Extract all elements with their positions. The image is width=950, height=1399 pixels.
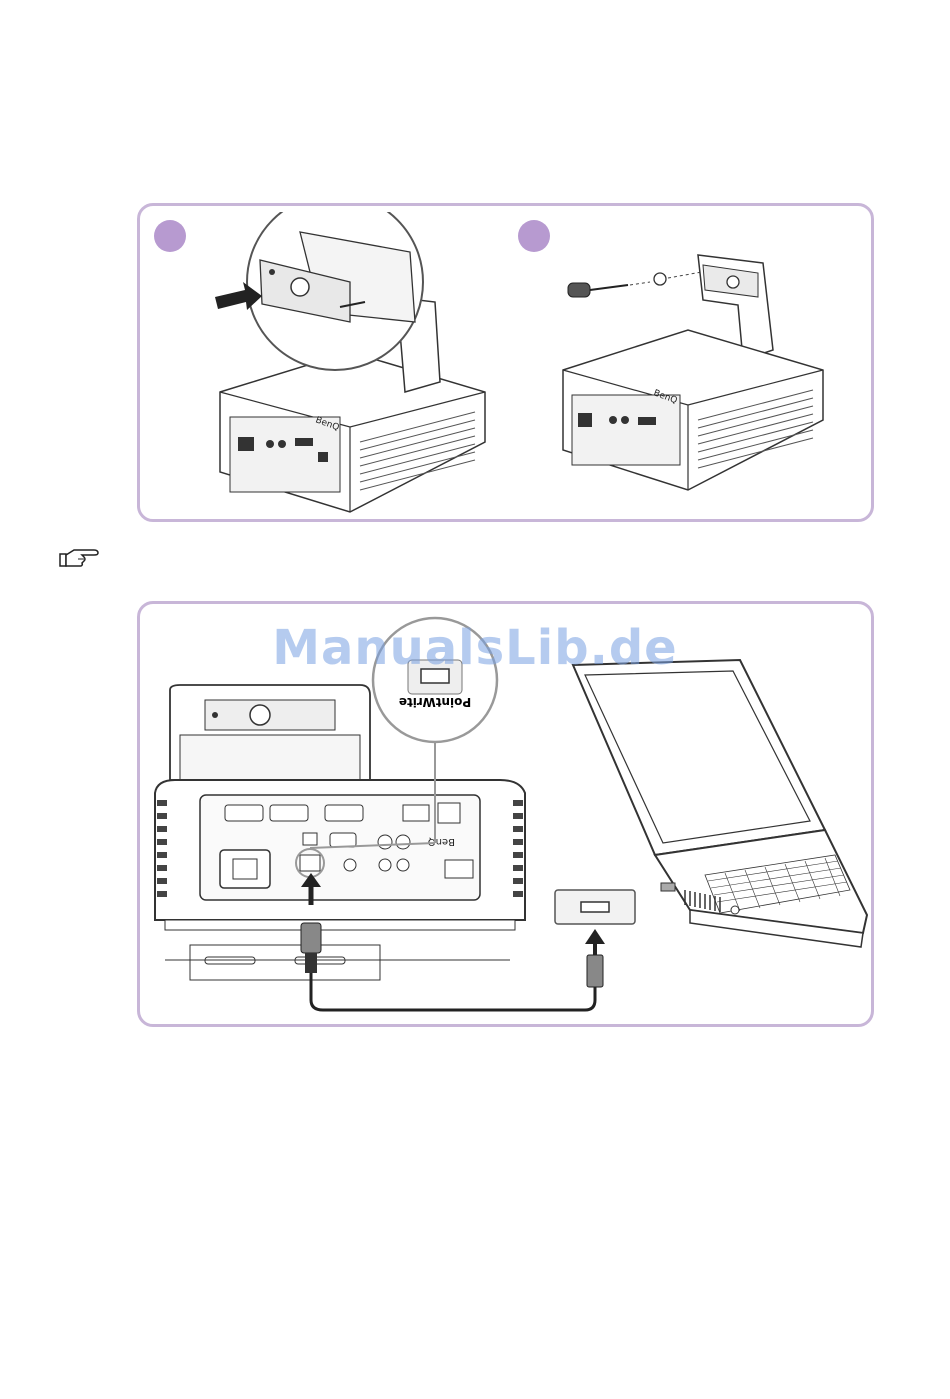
note-hand-icon — [58, 546, 100, 570]
brand-label: BenQ — [428, 836, 455, 847]
step-1-badge — [154, 220, 186, 252]
watermark-text: ManualsLib.de — [0, 620, 950, 676]
step-2-badge — [518, 220, 550, 252]
pointwrite-port-label: PointWrite — [399, 695, 471, 709]
step1-projector-illustration: BenQ — [200, 212, 500, 517]
step2-projector-illustration: BenQ — [558, 245, 838, 510]
